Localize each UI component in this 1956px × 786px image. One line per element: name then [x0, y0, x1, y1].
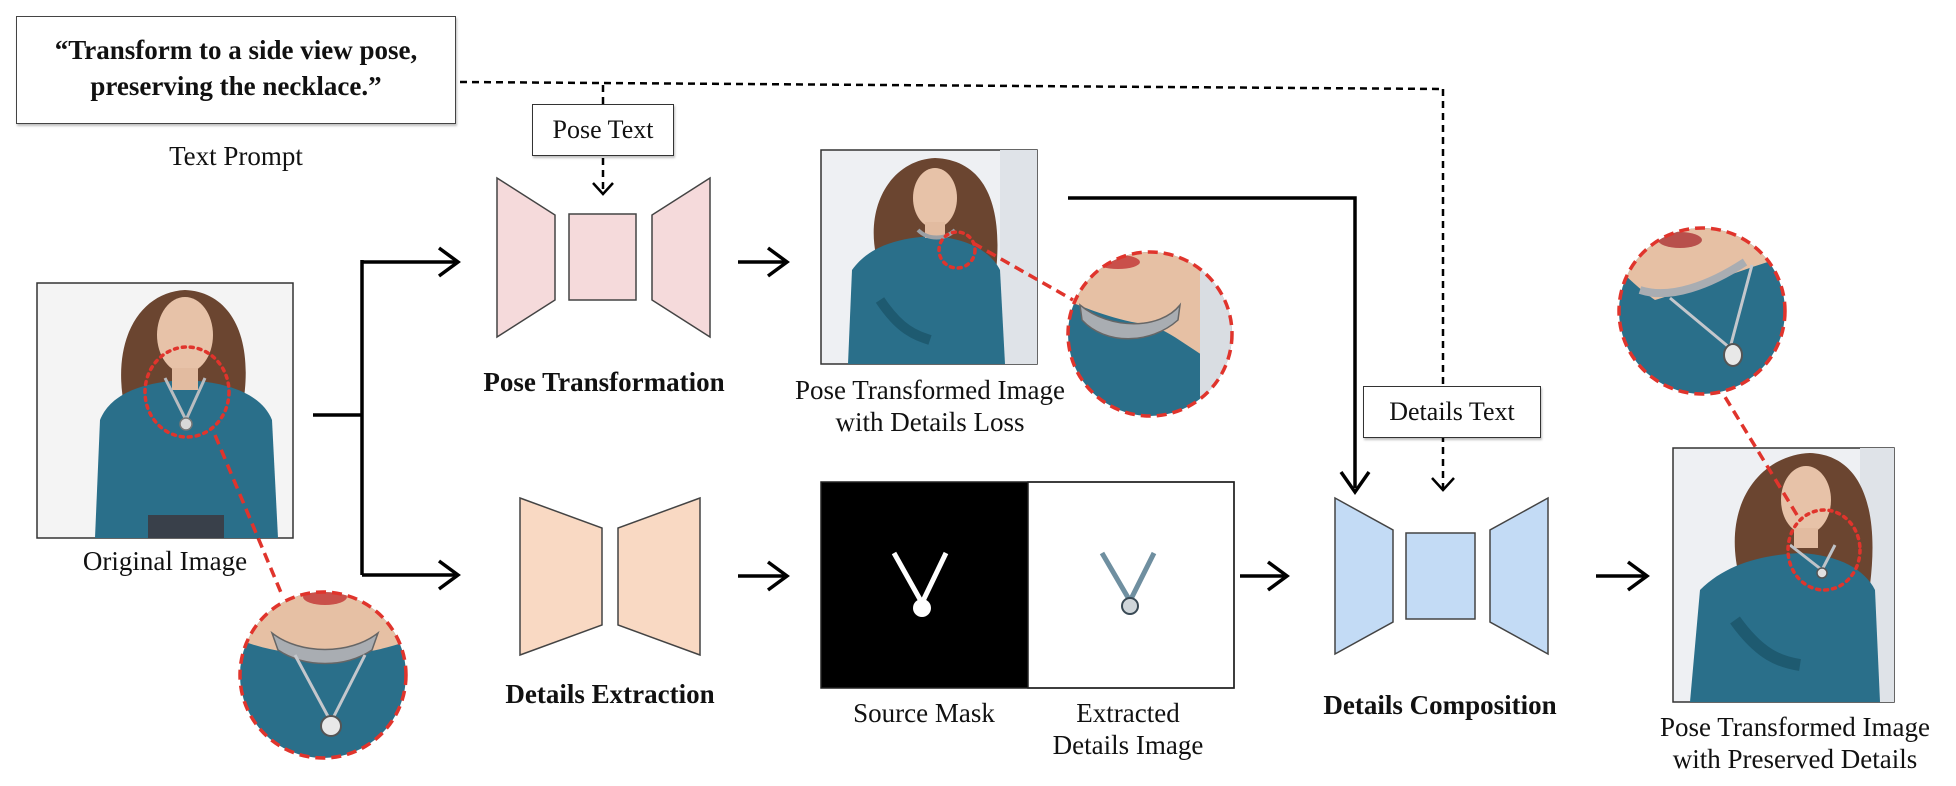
- text-prompt-caption: Text Prompt: [169, 141, 303, 171]
- original-image-label: Original Image: [82, 546, 248, 576]
- pose-transformed-label-2: with Details Loss: [835, 407, 1025, 437]
- final-output-image: [1672, 391, 1895, 703]
- zoom-preserved-details: [1617, 226, 1787, 396]
- extracted-label-1: Extracted: [1076, 698, 1180, 728]
- pose-transformed-label-1: Pose Transformed Image: [795, 375, 1065, 405]
- pose-transformation-module: [496, 176, 711, 339]
- zoom-original-necklace: [238, 590, 408, 760]
- details-composition-label: Details Composition: [1323, 690, 1557, 720]
- prompt-dashed-route: [459, 80, 1445, 488]
- source-mask-label: Source Mask: [853, 698, 995, 728]
- arrow-extraction-to-mask: [738, 560, 790, 592]
- details-extraction-module: [519, 496, 701, 657]
- final-label-2: with Preserved Details: [1672, 744, 1918, 774]
- arrow-pose-to-composition: [1068, 196, 1371, 496]
- extracted-details-image: [1027, 481, 1235, 689]
- branch-arrows: [313, 246, 461, 591]
- zoom-details-loss: [1066, 250, 1234, 418]
- extracted-label-2: Details Image: [1052, 730, 1204, 760]
- arrow-extracted-to-composition: [1240, 560, 1290, 592]
- pose-text-box: Pose Text: [532, 104, 674, 156]
- source-mask-image: [821, 482, 1028, 688]
- final-label-1: Pose Transformed Image: [1660, 712, 1930, 742]
- details-text-box: Details Text: [1363, 386, 1541, 438]
- details-text-arrowhead: [1431, 477, 1455, 492]
- details-extraction-label: Details Extraction: [505, 679, 715, 709]
- pose-transformed-image: [820, 149, 1074, 365]
- details-composition-module: [1334, 496, 1549, 656]
- pose-transformation-label: Pose Transformation: [483, 367, 725, 397]
- prompt-line-2: preserving the necklace.”: [90, 71, 382, 101]
- prompt-line-1: “Transform to a side view pose,: [54, 35, 418, 65]
- arrow-pose-to-image: [738, 246, 790, 278]
- text-prompt-box: “Transform to a side view pose, preservi…: [16, 16, 456, 124]
- pose-text-arrowhead: [592, 182, 614, 196]
- arrow-composition-to-output: [1596, 560, 1650, 592]
- original-image: [36, 282, 294, 596]
